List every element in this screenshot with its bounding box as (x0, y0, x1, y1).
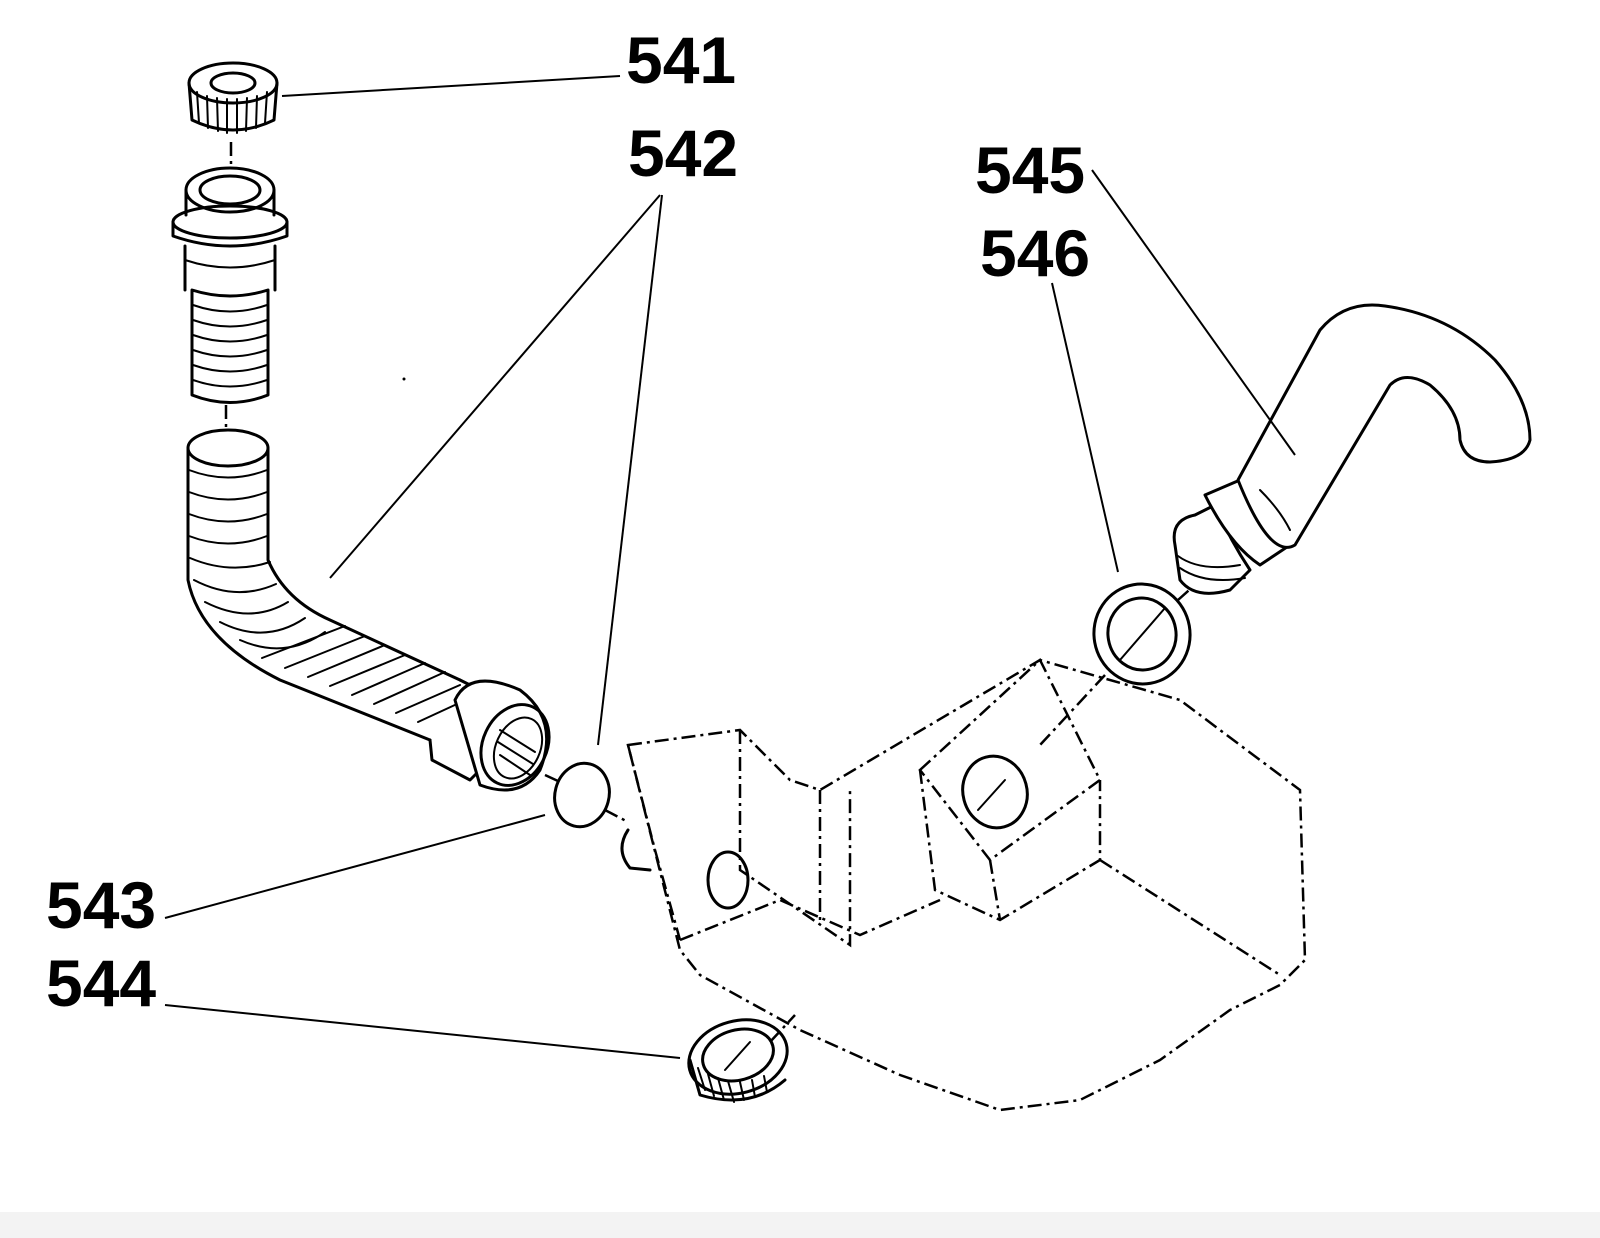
part-543-seal (544, 761, 629, 829)
part-number-labels: 541 542 543 544 545 546 (46, 23, 1090, 1020)
leader-545 (1091, 169, 1296, 456)
part-541-cap (187, 61, 279, 134)
leader-544 (164, 1004, 681, 1059)
upper-threaded-fitting (171, 166, 289, 404)
leader-546 (1051, 282, 1119, 573)
label-544: 544 (46, 946, 156, 1020)
label-541: 541 (626, 23, 736, 97)
part-544-nut (687, 1014, 796, 1103)
basin-tank (620, 657, 1307, 1112)
leader-543 (164, 814, 546, 919)
label-546: 546 (980, 216, 1090, 290)
leader-542-hose (329, 194, 661, 579)
leader-541 (281, 75, 621, 97)
label-543: 543 (46, 868, 156, 942)
bottom-strip (0, 1212, 1600, 1238)
part-542-corrugated-hose (186, 428, 551, 792)
label-545: 545 (975, 133, 1085, 207)
speck (402, 377, 406, 381)
leader-lines (164, 75, 1296, 1059)
part-545-outlet-pipe (1172, 303, 1532, 595)
leader-542-seal (597, 194, 663, 746)
part-546-gasket (1039, 581, 1199, 746)
label-542: 542 (628, 116, 738, 190)
